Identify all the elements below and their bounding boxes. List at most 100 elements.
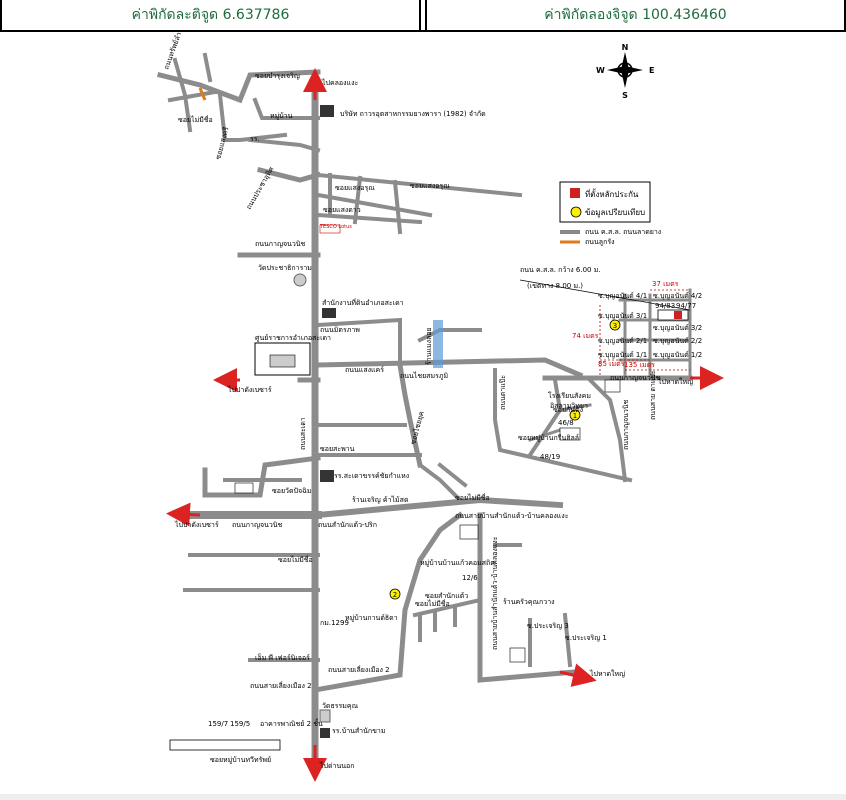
svg-text:2: 2 [393,591,397,599]
legend-comparable: ข้อมูลเปรียบเทียบ [585,208,645,218]
label-tesco: TESCO Lotus [319,224,352,230]
label-village-top: หมู่บ้าน [270,112,293,120]
label-soi-no-name-5: ซอยไม่มีชื่อ [278,555,313,564]
label-soi-greenhill: ซอยหมู่บ้านกรีนฮิลล์ [518,434,579,442]
label-soi-kantang: ซอยกันตัง [553,406,583,414]
label-dist-135: 135 เมตร [624,361,655,369]
label-road-kanchanawanit: ถนนกาญจนวนิช [255,240,306,248]
comparable-marker-2[interactable]: 2 [389,588,401,600]
label-road-sathun: ถนนสะเดา [299,417,307,450]
label-village-tanyadee: หมู่บ้านกานต์ธิดา [345,614,398,622]
label-road-width-2: (เขตทาง 8.00 ม.) [527,282,583,290]
label-to-hat-yai-right: ไปหาดใหญ่ [657,377,693,386]
commercial-building-icon [169,739,281,751]
compass-west: W [596,66,605,75]
label-village-kaeo: หมู่บ้านบ้านแก้วคอมสถิต [420,559,495,567]
label-soi-tawatchai: ซอยหมู่บ้านทวีทรัพย์ [210,756,271,764]
label-school-top: รร. [250,135,260,143]
map-legend: ที่ตั้งหลักประกัน ข้อมูลเปรียบเทียบ ถนน … [559,181,661,246]
label-soi-no-name: ซอยไม่มีชื่อ [178,115,213,124]
comparable-marker-1[interactable]: 1 [569,409,581,421]
label-road-samnak-taeo: ถนนสำนักแต้ว-ปริก [318,521,377,529]
label-num-46-8: 46/8 [558,419,574,427]
page-footer-strip [0,794,846,800]
compass-east: E [649,66,654,75]
label-house-94-83: 94/83 [655,302,675,310]
label-soi-saengsi: ซอยแสงศรี [214,126,230,161]
legend-gravel-road: ถนนลูกรัง [585,238,615,246]
label-to-dan-nok: ไปด่านนอก [319,761,354,770]
label-school-right-2: อิสลามวิทยา [550,402,588,410]
distance-markers [599,289,690,375]
compass-south: S [622,91,628,100]
label-road-south-vertical: ถนนสายบ้านสำนักแต้ว-บ้านคลองแงะ [491,536,499,650]
label-road-bypass: ถนนสายเลี่ยงเมือง 2 [328,665,390,674]
label-school-right: โรงเรียนสังคม [548,391,591,400]
label-to-padang-besar: ไปปาดังเบซาร์ [227,385,272,394]
label-soi-bamrung: ซอยบำรุงเจริญ [255,72,300,80]
direction-arrows [166,68,724,782]
label-road-right-vertical-2: ถนนกาญจนวนิช [622,399,630,450]
label-soi-2-1: ซ.บุญอนันต์ 2/1 [598,337,647,345]
legend-asset: ที่ตั้งหลักประกัน [585,188,639,199]
label-bridge: ร้านแมงลอย [425,327,433,365]
temple-icon [293,273,307,287]
landmarks [169,105,689,751]
label-dist-74: 74 เมตร [572,332,599,340]
label-soi-3-2: ซ.บุญอนันต์ 3/2 [653,324,702,332]
label-soi-wat: ซอยวัดปัจฉิม [272,487,311,495]
coordinate-header: ค่าพิกัดละติจูด 6.637786 ค่าพิกัดลองจิจู… [0,0,846,32]
label-company: บริษัท ถาวรอุตสาหกรรมยางพารา (1982) จำกั… [340,110,486,118]
compass-north: N [622,43,629,52]
label-road-saeng-khrae: ถนนแสงแคร์ [345,366,384,374]
label-school-main: รร.สะเดาขรรค์ชัยกำแหง [334,472,409,480]
label-soi-no-name-4: ซอยไม่มีชื่อ [415,599,450,608]
label-num-159-7: 159/7 [208,720,228,728]
label-wat-prachathikaram: วัดประชาธิการาม [258,264,312,272]
gravel-road-segment [198,87,207,101]
comparable-marker-icon [570,206,582,218]
location-map[interactable]: N S E W ที่ตั้งหลักประกัน ข้อมูลเปรียบเท… [0,32,846,800]
longitude-label: ค่าพิกัดลองจิจูด 100.436460 [425,0,846,30]
label-soi-saeng-arun-2: ซอยแสงอรุณ [335,184,375,192]
label-road-bypass-left: ถนนสายเลี่ยงเมือง 2 [250,681,312,690]
label-soi-4-1: ซ.บุญอนันต์ 4/1 [598,292,647,300]
label-shop-mahachai: ร้านเจริญ ค้าไม้สด [352,495,409,504]
label-soi-sapan: ซอยสะพาน [320,445,355,453]
label-soi-prachao-1: ซ.ประเจริญ 1 [565,634,607,642]
label-school-samnak: รร.บ้านสำนักขาม [332,727,385,735]
label-soi-saeng-dao: ซอยแสงดาว [323,206,361,214]
school-icon [320,470,334,482]
label-road-mittraphap: ถนนมิตรภาพ [320,326,360,334]
label-district-office: ศูนย์ราชการอำเภอสะเดา [255,334,331,342]
land-office-icon [322,308,336,318]
label-road-right-vertical: ถนนสาย ตาแปะ [649,370,657,420]
label-building-2: อาคารพาณิชย์ 2 ชั้น [260,717,323,728]
label-soi-3-1: ซ.บุญอนันต์ 3/1 [598,312,647,320]
label-land-office: สำนักงานที่ดินอำเภอสะเดา [322,298,404,307]
label-soi-2-2: ซ.บุญอนันต์ 2/2 [653,337,702,345]
label-num-12-6: 12/6 [462,574,478,582]
label-soi-saeng-arun: ซอยแสงอรุณ [410,182,450,190]
label-wat-thamkhun: วัดธรรมคุณ [322,702,359,710]
label-num-48-19: 48/19 [540,453,560,461]
label-shop-kongkwang: ร้านครัวคุณกวาง [503,598,555,606]
road-network [156,52,693,769]
label-num-159-5: 159/5 [230,720,250,728]
label-soi-no-name-2: ซอยไม่มีชื่อ [455,493,490,502]
svg-text:3: 3 [613,322,617,330]
label-road-chaiyasamoson: ถนนไชยสมรภูมิ [400,371,448,380]
header-divider [419,0,425,30]
label-house-94-77: 94/77 [676,302,696,310]
comparable-marker-3[interactable]: 3 [609,319,621,331]
label-road-sap-lamyai: ถนนทรัพย์ลำใย [161,32,185,71]
latitude-label: ค่าพิกัดละติจูด 6.637786 [0,0,419,30]
label-road-width: ถนน ค.ส.ล. กว้าง 6.00 ม. [520,266,601,274]
canal-icon [433,320,443,368]
asset-location-marker[interactable] [674,311,682,319]
label-sm-factory: เอ็ม พี เฟอร์นิเจอร์ [255,653,310,662]
label-road-tao-pa: ถนนตาแป๊ะ [499,375,507,410]
label-to-hat-yai-bottom: ไปหาดใหญ่ [589,669,625,678]
svg-text:1: 1 [573,412,577,420]
label-dist-37: 37 เมตร [652,280,679,288]
